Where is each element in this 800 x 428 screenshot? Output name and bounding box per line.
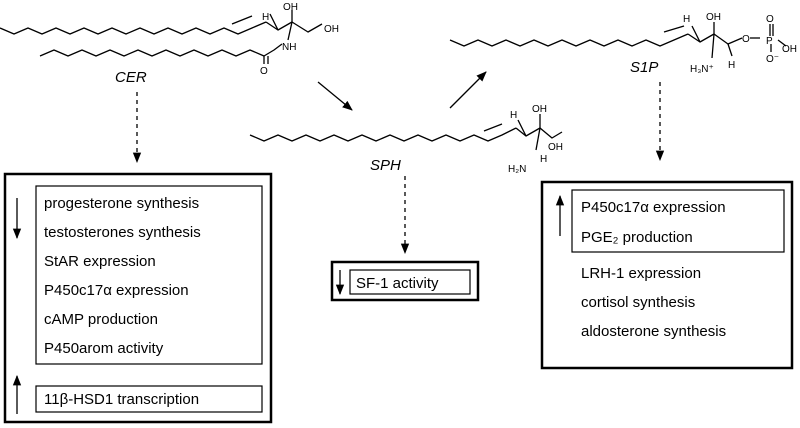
s1p-atom-o-double: O xyxy=(766,14,774,25)
ceramide-down-list-frame xyxy=(35,185,263,365)
s1p-effects-outer-frame xyxy=(540,180,794,370)
s1p-atom-h: H xyxy=(683,14,690,25)
ceramide-down-item: testosterones synthesis xyxy=(44,224,201,241)
s1p-up-item: P450c17α expression xyxy=(581,199,726,216)
s1p-up-list-frame xyxy=(571,189,785,253)
s1p-label: S1P xyxy=(630,59,658,76)
s1p-effects-box: P450c17α expression PGE₂ production LRH-… xyxy=(540,180,794,370)
s1p-structure: H OH O P O OH O⁻ H₃N⁺ H S1P xyxy=(449,12,797,76)
sphingosine-atom-nh2: H₂N xyxy=(508,164,526,175)
ceramide-down-item: StAR expression xyxy=(44,253,156,270)
s1p-atom-h3n: H₃N⁺ xyxy=(690,64,714,75)
s1p-atom-p: P xyxy=(766,36,773,47)
sphingosine-label: SPH xyxy=(370,157,401,174)
ceramide-up-list-frame xyxy=(35,385,263,413)
s1p-atom-oh: OH xyxy=(706,12,721,23)
ceramide-atom-h: H xyxy=(262,12,269,23)
ceramide-sphingoid-chain xyxy=(0,21,267,35)
sphingosine-down-item: SF-1 activity xyxy=(356,275,439,292)
sphingosine-effects-box: SF-1 activity xyxy=(330,260,480,302)
ceramide-fatty-acyl-chain xyxy=(39,43,283,57)
ceramide-effects-outer-frame xyxy=(3,172,273,424)
ceramide-down-list: progesterone synthesis testosterones syn… xyxy=(44,195,201,357)
ceramide-atom-nh: NH xyxy=(282,42,296,53)
s1p-atom-oh-p: OH xyxy=(782,44,797,55)
sphingosine-atom-oh: OH xyxy=(532,104,547,115)
ceramide-atom-oh-end: OH xyxy=(324,24,339,35)
s1p-up-item: cortisol synthesis xyxy=(581,294,695,311)
ceramide-up-item: 11β-HSD1 transcription xyxy=(44,391,199,408)
s1p-chain xyxy=(449,33,689,47)
s1p-up-item: PGE₂ production xyxy=(581,229,693,246)
s1p-atom-o: O xyxy=(742,34,750,45)
sphingosine-atom-h: H xyxy=(510,110,517,121)
ceramide-atom-o: O xyxy=(260,66,268,77)
ceramide-down-item: P450c17α expression xyxy=(44,282,189,299)
ceramide-down-item: P450arom activity xyxy=(44,340,164,357)
ceramide-effects-box: progesterone synthesis testosterones syn… xyxy=(3,172,273,424)
sphingosine-atom-h2: H xyxy=(540,154,547,165)
ceramide-atom-oh: OH xyxy=(283,2,298,13)
ceramide-label: CER xyxy=(115,69,147,86)
s1p-up-item: aldosterone synthesis xyxy=(581,323,726,340)
s1p-atom-o-minus: O⁻ xyxy=(766,54,779,65)
sphingosine-down-list-frame xyxy=(349,269,471,295)
sphingosine-effects-outer-frame xyxy=(330,260,480,302)
ceramide-double-bond xyxy=(231,15,253,25)
ceramide-down-item: progesterone synthesis xyxy=(44,195,199,212)
sphingosine-structure: H OH OH H H₂N SPH xyxy=(249,104,563,175)
sphingosine-chain xyxy=(249,127,517,142)
ceramide-structure: H OH OH NH O CER xyxy=(0,2,339,86)
s1p-up-item: LRH-1 expression xyxy=(581,265,701,282)
sphingosine-atom-oh-end: OH xyxy=(548,142,563,153)
s1p-atom-h2: H xyxy=(728,60,735,71)
arrow-cer-to-sph xyxy=(317,81,353,111)
ceramide-down-item: cAMP production xyxy=(44,311,158,328)
arrow-sph-to-s1p xyxy=(449,71,487,109)
